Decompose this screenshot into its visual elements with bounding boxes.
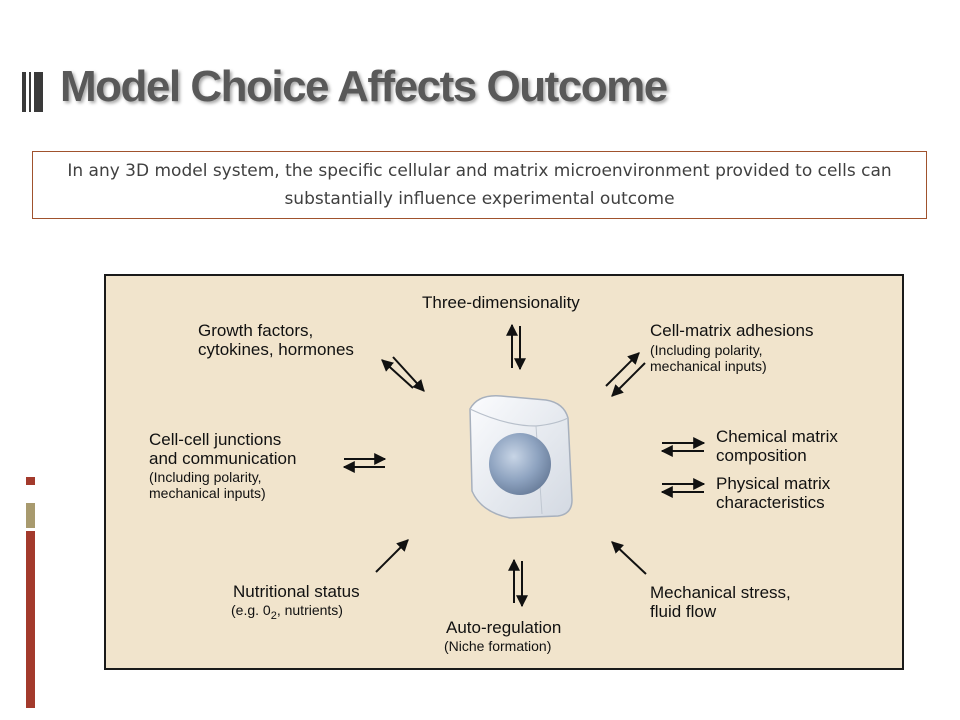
cell-matrix-note-2: mechanical inputs) xyxy=(650,357,767,374)
growth-factors-line-2: cytokines, hormones xyxy=(198,340,354,360)
growth-factors-line-1: Growth factors, xyxy=(198,321,314,340)
accent-bar-red-top xyxy=(26,477,35,485)
nutritional-note-sub: 2 xyxy=(270,609,277,622)
mechanical-stress-line-2: fluid flow xyxy=(650,602,717,622)
auto-regulation-note: (Niche formation) xyxy=(444,638,552,654)
subtitle-text: In any 3D model system, the specific cel… xyxy=(67,161,892,209)
auto-regulation-main: Auto-regulation xyxy=(446,618,562,637)
cell-cell-note-1: (Including polarity, xyxy=(149,469,262,485)
accent-bar-tan xyxy=(26,503,35,528)
physical-matrix-line-2: characteristics xyxy=(716,493,825,513)
cell-icon xyxy=(469,395,573,519)
label-three-dimensionality: Three-dimensionality xyxy=(422,293,580,312)
cell-cell-line-2: and communication xyxy=(149,449,297,469)
nutritional-note-post: , nutrients) xyxy=(276,602,343,618)
label-chemical-matrix: Chemical matrix composition xyxy=(716,427,838,465)
label-nutritional-status: Nutritional status xyxy=(233,582,360,601)
label-mechanical-stress: Mechanical stress, fluid flow xyxy=(650,583,791,621)
cell-cell-note-2: mechanical inputs) xyxy=(149,484,266,501)
mechanical-stress-line-1: Mechanical stress, xyxy=(650,583,791,602)
cell-matrix-arrow-in xyxy=(611,362,646,397)
chemical-matrix-line-2: composition xyxy=(716,446,807,466)
label-cell-cell-junctions: Cell-cell junctions and communication xyxy=(149,430,296,468)
nutritional-note-pre: (e.g. 0 xyxy=(231,602,271,618)
nutritional-main: Nutritional status xyxy=(233,582,360,601)
slide-title: Model Choice Affects Outcome xyxy=(60,62,668,111)
cell-matrix-main: Cell-matrix adhesions xyxy=(650,321,814,340)
nutritional-arrow-in xyxy=(375,539,409,573)
label-auto-regulation: Auto-regulation xyxy=(446,618,561,637)
mechanical-stress-arrow-in xyxy=(611,541,647,575)
cell-cell-line-1: Cell-cell junctions xyxy=(149,430,282,449)
note-nutritional: (e.g. 02, nutrients) xyxy=(231,602,343,622)
note-cell-matrix: (Including polarity, mechanical inputs) xyxy=(650,342,767,374)
subtitle-box: In any 3D model system, the specific cel… xyxy=(32,151,927,219)
cell-matrix-note-1: (Including polarity, xyxy=(650,342,763,358)
diagram-graphics xyxy=(342,323,706,608)
note-auto-regulation: (Niche formation) xyxy=(444,638,552,655)
physical-matrix-line-1: Physical matrix xyxy=(716,474,831,493)
cell-matrix-arrow-out xyxy=(605,352,640,387)
growth-factors-arrow-out xyxy=(381,359,414,389)
note-cell-cell: (Including polarity, mechanical inputs) xyxy=(149,469,266,501)
chemical-matrix-line-1: Chemical matrix xyxy=(716,427,838,446)
label-cell-matrix-adhesions: Cell-matrix adhesions xyxy=(650,321,813,340)
interaction-arrows xyxy=(342,323,706,608)
label-growth-factors: Growth factors, cytokines, hormones xyxy=(198,321,354,359)
title-bars-icon xyxy=(22,72,44,112)
growth-factors-arrow-in xyxy=(392,356,425,392)
accent-bar-red xyxy=(26,531,35,708)
microenvironment-diagram: Three-dimensionality Growth factors, cyt… xyxy=(104,274,904,670)
label-physical-matrix: Physical matrix characteristics xyxy=(716,474,830,512)
